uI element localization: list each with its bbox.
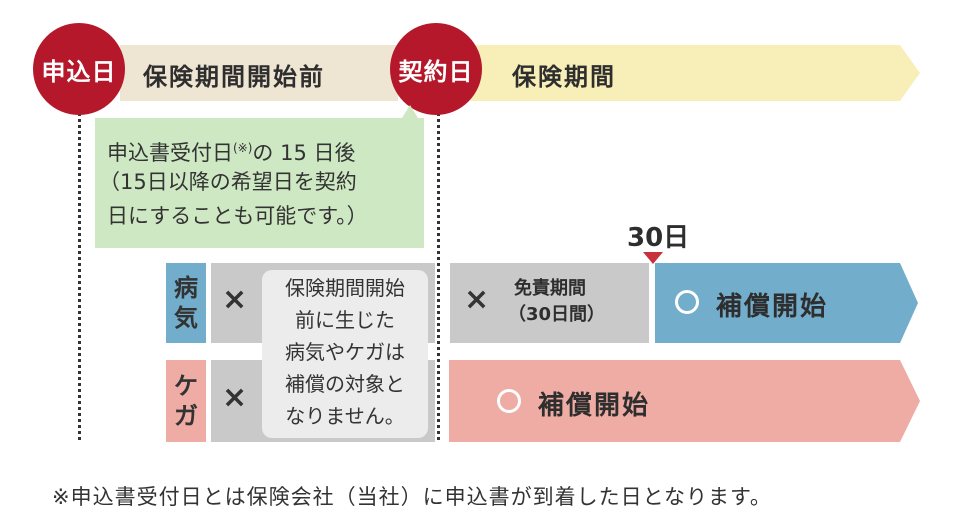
coverage-period-label: 保険期間 bbox=[512, 63, 616, 91]
contract-day-badge: 契約日 bbox=[390, 23, 482, 115]
contract-day-line bbox=[437, 102, 440, 440]
illness-tag: 病気 bbox=[166, 263, 206, 343]
illness-coverage-start: 補償開始 bbox=[716, 292, 829, 322]
exemption-period-label: 免責期間 （30日間） bbox=[508, 278, 606, 325]
preexisting-condition-note: 保険期間開始 前に生じた 病気やケガは 補償の対象と なりません。 bbox=[262, 270, 428, 438]
injury-circle-icon bbox=[497, 389, 521, 413]
exemption-period-block bbox=[450, 263, 649, 343]
before-period-label: 保険期間開始前 bbox=[143, 63, 325, 91]
injury-cross-icon: × bbox=[222, 380, 248, 415]
day-30-label: 30日 bbox=[627, 223, 690, 253]
injury-coverage-start: 補償開始 bbox=[538, 391, 651, 421]
exemption-cross-icon: × bbox=[464, 282, 490, 317]
application-day-line bbox=[78, 102, 81, 440]
footnote: ※申込書受付日とは保険会社（当社）に申込書が到着した日となります。 bbox=[52, 485, 772, 509]
application-day-badge: 申込日 bbox=[33, 23, 125, 115]
contract-day-note: 申込書受付日(※)の 15 日後 （15日以降の希望日を契約 日にすることも可能… bbox=[95, 118, 424, 248]
injury-tag: ケガ bbox=[166, 360, 206, 442]
illness-circle-icon bbox=[675, 290, 699, 314]
illness-cross-icon: × bbox=[222, 282, 248, 317]
